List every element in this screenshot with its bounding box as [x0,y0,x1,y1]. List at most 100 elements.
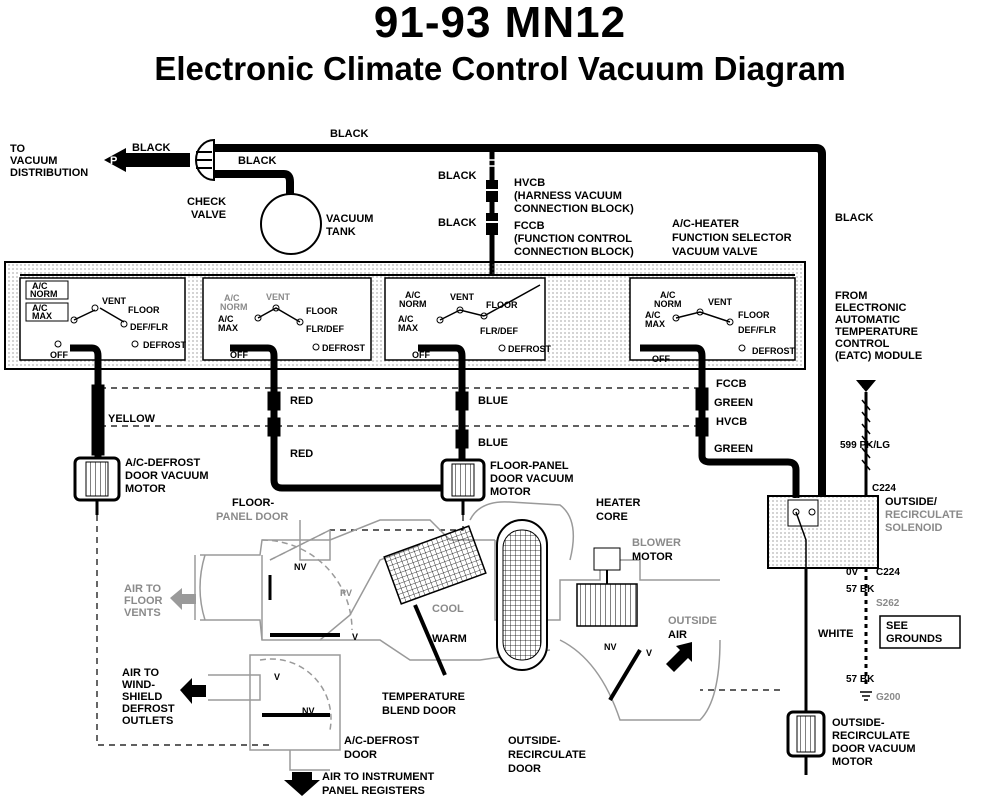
svg-text:GREEN: GREEN [714,443,753,455]
svg-text:BLACK: BLACK [330,128,369,140]
svg-text:RECIRCULATE: RECIRCULATE [885,509,963,521]
svg-text:MOTOR: MOTOR [125,483,166,495]
panel-registers-arrow-icon [284,772,320,796]
defrost-door-motor [73,456,270,746]
svg-text:C224: C224 [876,567,900,578]
air-arrows [170,588,692,796]
svg-text:AIR TO: AIR TO [124,583,162,595]
svg-text:HVCB: HVCB [514,177,545,189]
svg-text:RECIRCULATE: RECIRCULATE [508,749,586,761]
svg-text:BLOWER: BLOWER [632,537,681,549]
svg-text:AUTOMATIC: AUTOMATIC [835,314,900,326]
svg-text:A/C-DEFROST: A/C-DEFROST [344,735,419,747]
svg-text:TANK: TANK [326,226,356,238]
svg-text:NORM: NORM [654,299,682,309]
svg-text:AIR TO: AIR TO [122,667,160,679]
svg-text:AIR TO INSTRUMENT: AIR TO INSTRUMENT [322,771,435,783]
svg-text:RECIRCULATE: RECIRCULATE [832,730,910,742]
svg-text:BLACK: BLACK [132,142,171,154]
svg-text:RED: RED [290,395,313,407]
svg-text:BLACK: BLACK [438,217,477,229]
windshield-arrow-icon [180,678,206,704]
svg-text:PANEL REGISTERS: PANEL REGISTERS [322,785,425,797]
svg-text:VENTS: VENTS [124,607,161,619]
svg-text:NORM: NORM [220,302,248,312]
svg-text:RED: RED [290,448,313,460]
svg-text:FLOOR-: FLOOR- [232,497,274,509]
black-hose-main [214,144,826,496]
svg-text:CONTROL: CONTROL [835,338,890,350]
svg-text:(HARNESS VACUUM: (HARNESS VACUUM [514,190,622,202]
svg-text:VENT: VENT [266,292,291,302]
svg-text:FCCB: FCCB [716,378,747,390]
svg-text:V: V [352,632,358,642]
svg-text:DOOR: DOOR [344,749,377,761]
outside-recirculate-solenoid [767,380,961,701]
svg-text:V: V [274,672,280,682]
svg-text:FLOOR: FLOOR [486,300,518,310]
svg-text:FLOOR: FLOOR [306,306,338,316]
svg-text:NV: NV [294,562,307,572]
svg-text:DOOR VACUUM: DOOR VACUUM [490,473,574,485]
svg-text:BLACK: BLACK [438,170,477,182]
svg-text:DEFROST: DEFROST [752,346,796,356]
svg-text:OUTSIDE-: OUTSIDE- [832,717,885,729]
floor-vents-arrow-icon [170,588,196,610]
svg-text:(FUNCTION CONTROL: (FUNCTION CONTROL [514,233,632,245]
svg-text:MOTOR: MOTOR [832,756,873,768]
svg-text:FLR/DEF: FLR/DEF [306,324,344,334]
svg-text:A/C: A/C [660,290,676,300]
floor-panel-door-motor [269,458,486,561]
svg-text:A/C: A/C [405,290,421,300]
svg-text:COOL: COOL [432,603,464,615]
svg-text:MAX: MAX [645,319,665,329]
svg-text:VENT: VENT [102,296,127,306]
svg-text:VENT: VENT [708,297,733,307]
svg-text:BLACK: BLACK [835,212,874,224]
diagram-subtitle: Electronic Climate Control Vacuum Diagra… [154,50,846,87]
svg-text:WHITE: WHITE [818,628,853,640]
svg-text:FLOOR: FLOOR [738,310,770,320]
svg-text:DEF/FLR: DEF/FLR [738,325,776,335]
svg-text:OUTLETS: OUTLETS [122,715,173,727]
svg-text:VACUUM: VACUUM [10,155,57,167]
port-p-label: P [110,155,117,167]
svg-text:SHIELD: SHIELD [122,691,162,703]
svg-text:DEFROST: DEFROST [322,343,366,353]
vacuum-source: P [104,138,826,496]
svg-text:57 BK: 57 BK [846,674,875,685]
svg-text:WIND-: WIND- [122,679,155,691]
svg-text:HEATER: HEATER [596,497,640,509]
svg-text:HVCB: HVCB [716,416,747,428]
svg-text:NORM: NORM [30,289,58,299]
svg-text:A/C-DEFROST: A/C-DEFROST [125,457,200,469]
svg-text:OUTSIDE/: OUTSIDE/ [885,496,937,508]
svg-text:NORM: NORM [399,299,427,309]
svg-text:MAX: MAX [218,323,238,333]
svg-text:AIR: AIR [668,629,687,641]
svg-text:PV: PV [340,588,352,598]
svg-text:FLOOR: FLOOR [124,595,163,607]
temperature-blend-door [413,604,447,676]
svg-text:DOOR: DOOR [508,763,541,775]
svg-text:DEFROST: DEFROST [508,344,552,354]
svg-text:OFF: OFF [412,350,430,360]
svg-text:A/C: A/C [398,314,414,324]
svg-text:OFF: OFF [652,354,670,364]
svg-text:A/C: A/C [224,293,240,303]
svg-text:GROUNDS: GROUNDS [886,633,942,645]
svg-text:DEF/FLR: DEF/FLR [130,322,168,332]
recirc-door [608,648,642,702]
doors [262,575,642,717]
svg-text:G200: G200 [876,692,901,703]
svg-text:VENT: VENT [450,292,475,302]
recirculate-door-motor [700,568,826,775]
svg-text:BLACK: BLACK [238,155,277,167]
svg-text:BLUE: BLUE [478,437,508,449]
heater-core [383,519,638,671]
svg-text:BLUE: BLUE [478,395,508,407]
svg-text:VACUUM VALVE: VACUUM VALVE [672,246,758,258]
svg-text:0V: 0V [846,567,859,578]
